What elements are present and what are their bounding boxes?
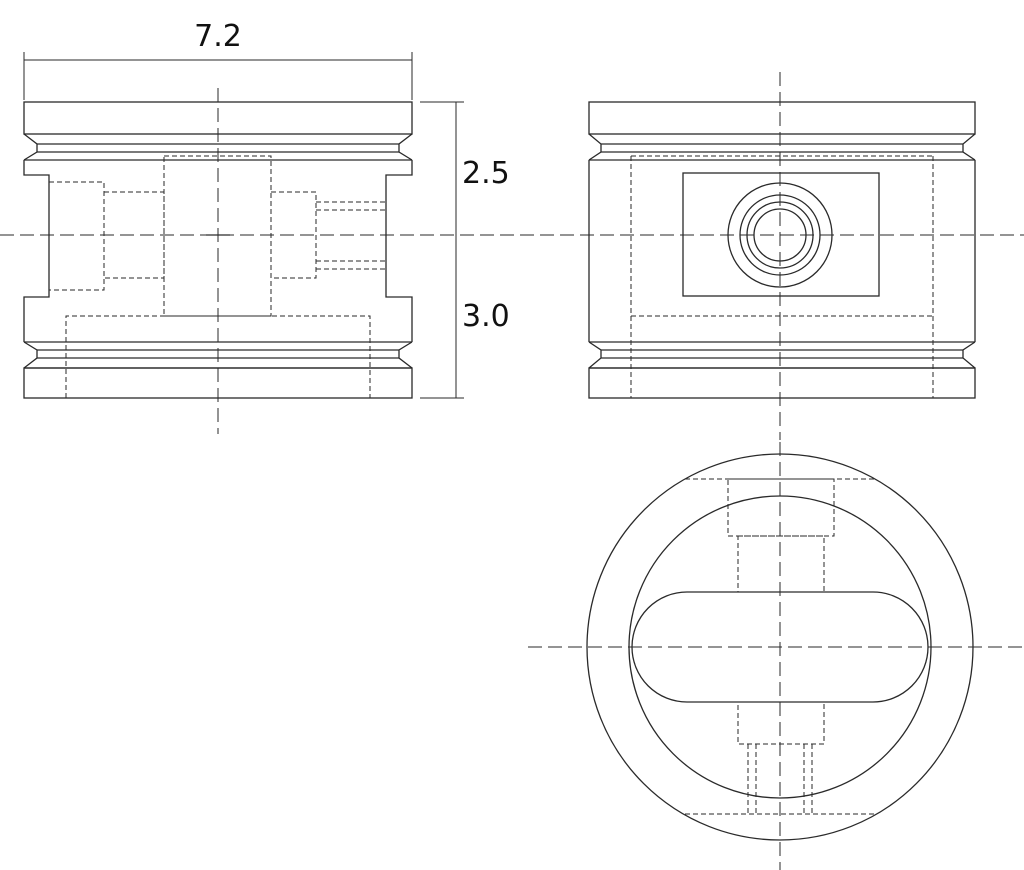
upper-height-label: 2.5 xyxy=(462,156,510,191)
height-dimension: 2.5 3.0 xyxy=(420,101,510,399)
top-view xyxy=(528,442,1024,870)
width-dimension-label: 7.2 xyxy=(194,19,242,54)
width-dimension: 7.2 xyxy=(23,19,413,100)
lower-height-label: 3.0 xyxy=(462,299,510,334)
front-view xyxy=(23,88,413,434)
side-view xyxy=(588,72,976,440)
